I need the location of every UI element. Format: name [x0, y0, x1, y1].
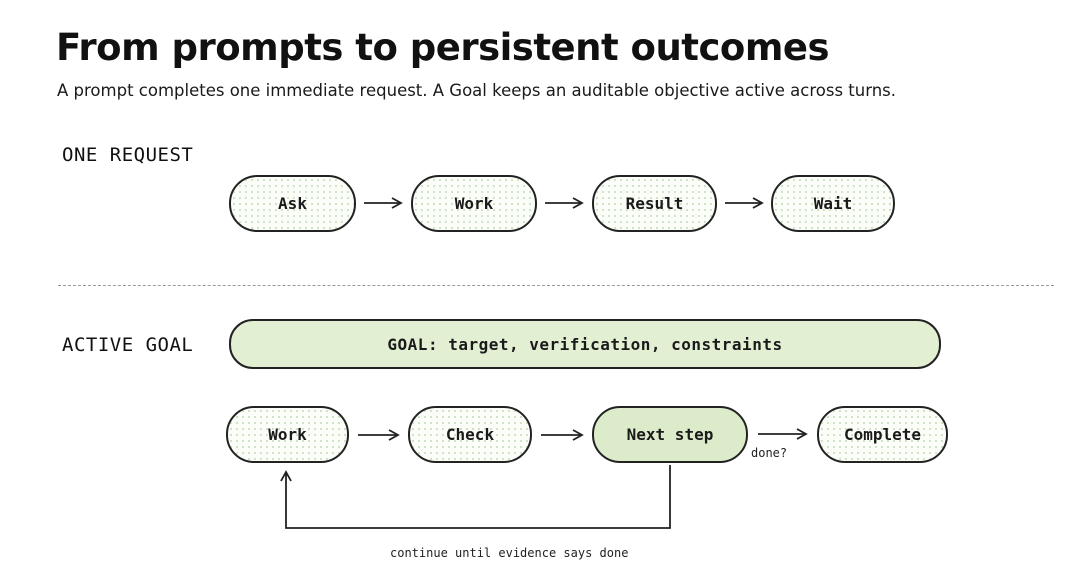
arrow-loop-back	[280, 465, 671, 529]
step-wait: Wait	[771, 175, 895, 232]
goal-banner: GOAL: target, verification, constraints	[229, 319, 941, 369]
goal-step-check: Check	[408, 406, 532, 463]
step-work: Work	[411, 175, 537, 232]
step-result: Result	[592, 175, 717, 232]
step-ask: Ask	[229, 175, 356, 232]
goal-step-work: Work	[226, 406, 349, 463]
section-divider	[58, 285, 1054, 286]
one-request-label: ONE REQUEST	[62, 144, 194, 166]
goal-step-complete: Complete	[817, 406, 948, 463]
active-goal-label: ACTIVE GOAL	[62, 334, 194, 356]
page-title: From prompts to persistent outcomes	[56, 26, 830, 69]
done-question-label: done?	[751, 446, 788, 460]
page-subtitle: A prompt completes one immediate request…	[57, 81, 897, 100]
loop-label: continue until evidence says done	[390, 546, 629, 560]
goal-step-next-step: Next step	[592, 406, 748, 463]
